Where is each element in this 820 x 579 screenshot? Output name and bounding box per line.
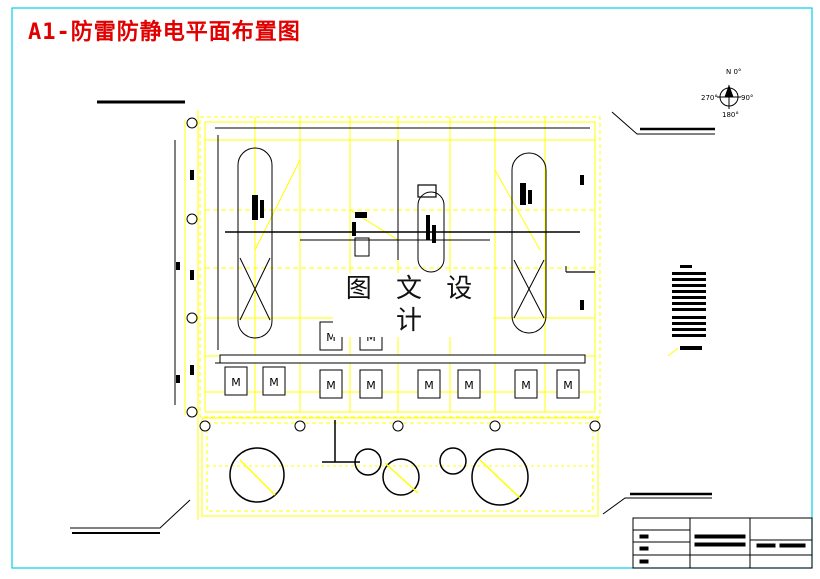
motor-box [224,366,248,396]
compass-south-label: 180° [722,111,739,119]
motor-box [556,369,580,399]
title-block [632,517,813,569]
motor-label: M [366,379,376,392]
storage-tank-right [511,152,547,334]
round-tank-1 [229,447,285,503]
compass-east-label: 90° [741,94,754,102]
storage-tank-center [417,191,445,273]
compass-west-label: 270° [701,94,718,102]
motor-label: M [326,379,336,392]
site-boundary-lines [70,100,715,534]
annotation-markers [176,170,584,383]
motor-label: M [464,379,474,392]
compass-north-label: N 0° [726,68,742,76]
round-tanks [229,420,529,506]
round-tank-3 [382,458,420,496]
watermark-text: 图 文 设 计 [333,273,493,337]
storage-tank-left [237,147,273,339]
motor-label: M [424,379,434,392]
round-tank-4 [439,447,467,475]
motor-label: M [366,331,376,344]
motor-box [417,369,441,399]
motor-box [514,369,538,399]
motor-label: M [231,376,241,389]
motor-box [457,369,481,399]
equipment-layout [174,127,595,405]
motor-label: M [521,379,531,392]
motor-label: M [269,376,279,389]
round-tank-5 [471,448,529,506]
drawing-title: A1-防雷防静电平面布置图 [28,20,301,45]
motor-box [262,366,286,396]
grid-axis-markers [186,117,601,432]
motor-box [319,369,343,399]
north-arrow [717,84,741,109]
motor-box [359,369,383,399]
motor-label: M [326,331,336,344]
drawing-frame [11,7,813,569]
motor-label: M [563,379,573,392]
notes-block [667,265,706,357]
